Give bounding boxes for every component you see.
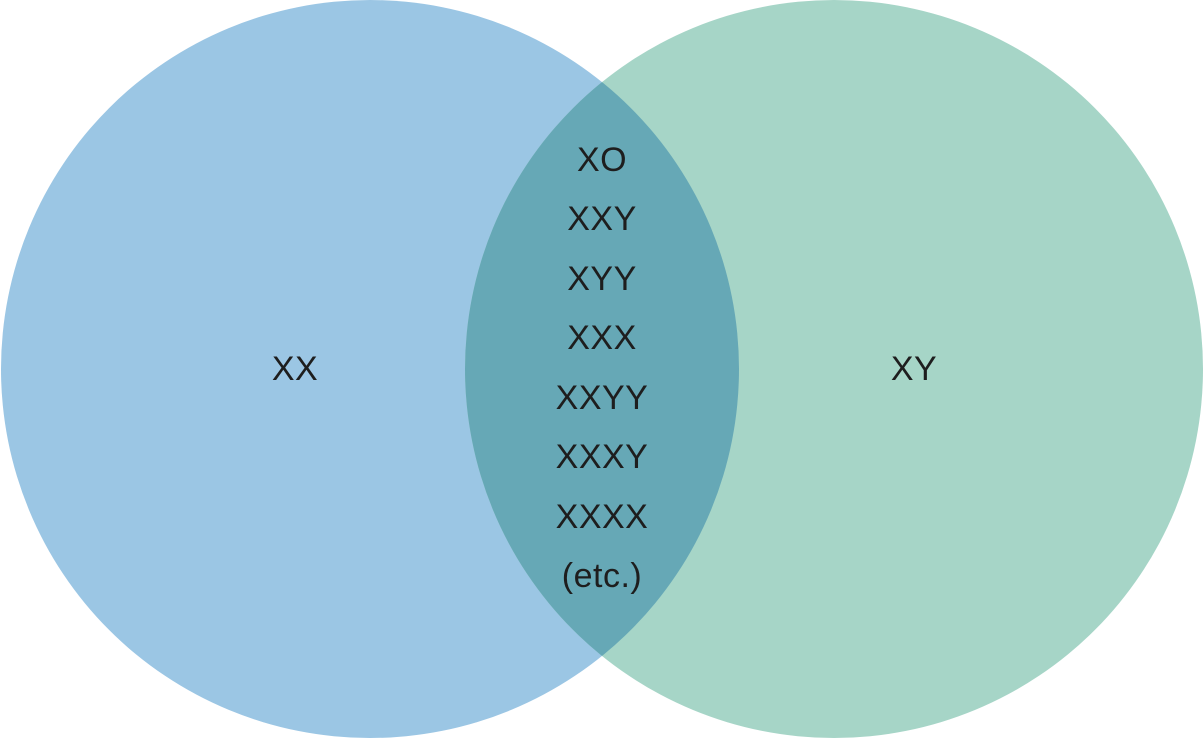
intersection-item: XXY (567, 200, 637, 238)
intersection-item: XO (576, 141, 628, 179)
intersection-item: XXXY (555, 438, 649, 476)
intersection-item: XXXX (555, 498, 649, 536)
set-xy-label: XY (890, 350, 938, 388)
intersection-item: (etc.) (561, 557, 643, 595)
intersection-item: XYY (567, 260, 637, 298)
set-xx-label: XX (271, 350, 319, 388)
intersection-item: XXYY (555, 379, 649, 417)
intersection-region (465, 0, 739, 738)
intersection-item: XXX (567, 319, 637, 357)
